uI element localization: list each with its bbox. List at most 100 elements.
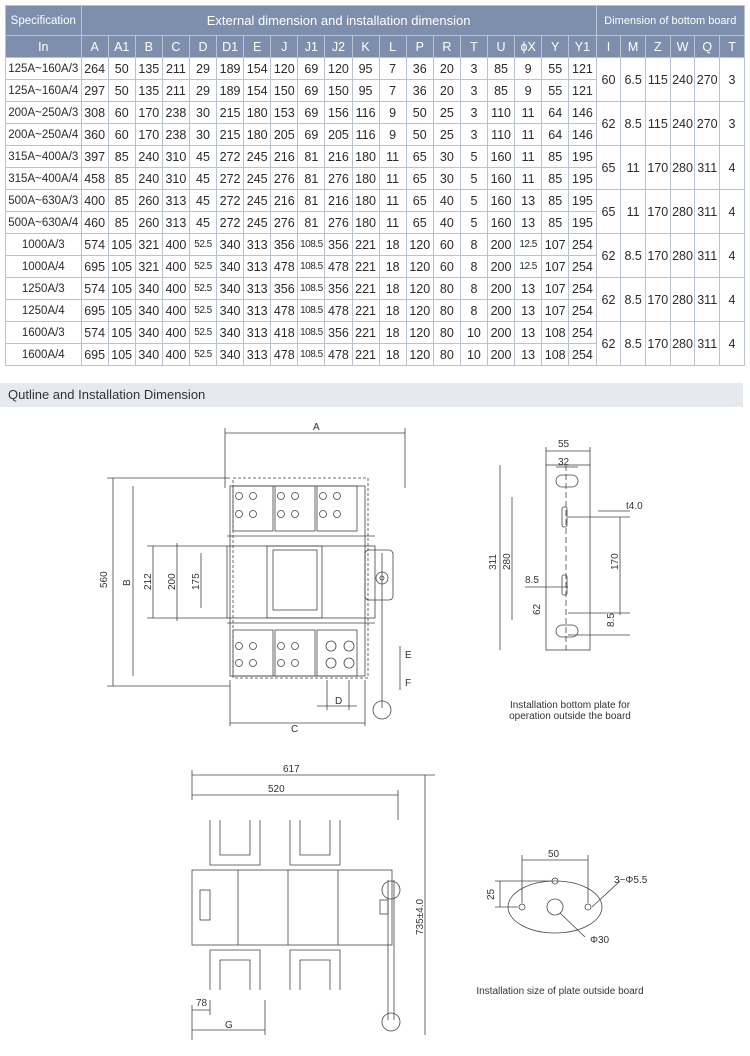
dim-55: 55 xyxy=(558,439,570,450)
table-cell: 160 xyxy=(486,167,516,190)
table-cell: 478 xyxy=(324,343,353,366)
table-cell: 69 xyxy=(297,57,326,80)
table-cell: 85 xyxy=(486,79,516,102)
table-cell: 8 xyxy=(459,233,488,256)
external-dimension-header: External dimension and installation dime… xyxy=(80,5,597,36)
table-cell: 195 xyxy=(568,211,597,234)
table-cell: 478 xyxy=(270,255,299,278)
table-cell: 69 xyxy=(297,79,326,102)
bottom-board-header: Dimension of bottom board xyxy=(595,5,746,36)
table-cell: 695 xyxy=(80,255,109,278)
table-cell: 65 xyxy=(405,189,434,212)
table-cell: 160 xyxy=(486,211,516,234)
bottom-plate-drawing: 55 32 t4.0 311 280 170 8.5 62 8.5 xyxy=(488,439,643,651)
table-cell: 9 xyxy=(378,101,407,124)
table-cell: 9 xyxy=(514,79,543,102)
table-cell: 60 xyxy=(107,101,136,124)
table-cell: 216 xyxy=(324,189,353,212)
table-cell: 30 xyxy=(188,123,218,146)
table-cell: 13 xyxy=(514,211,543,234)
table-cell: 69 xyxy=(297,123,326,146)
table-cell: 5 xyxy=(459,211,488,234)
table-cell: 81 xyxy=(297,211,326,234)
table-cell: 153 xyxy=(270,101,299,124)
table-cell: 11 xyxy=(378,145,407,168)
table-cell: 272 xyxy=(216,145,245,168)
bottom-board-cell: 115 xyxy=(644,101,671,146)
table-cell: 7 xyxy=(378,57,407,80)
table-cell: 245 xyxy=(243,167,272,190)
table-cell: 36 xyxy=(405,79,434,102)
dim-735: 735±4.0 xyxy=(415,898,426,935)
bottom-board-cell: 8.5 xyxy=(620,233,646,278)
table-cell: 240 xyxy=(134,145,163,168)
table-cell: 105 xyxy=(107,343,136,366)
table-cell: 216 xyxy=(324,145,353,168)
table-cell: 85 xyxy=(541,167,570,190)
spec-cell: 125A~160A/4 xyxy=(5,79,82,102)
table-cell: 13 xyxy=(514,277,543,300)
table-cell: 260 xyxy=(134,189,163,212)
table-cell: 574 xyxy=(80,277,109,300)
table-cell: 52.5 xyxy=(188,277,218,300)
table-cell: 340 xyxy=(216,277,245,300)
table-cell: 110 xyxy=(486,101,516,124)
table-cell: 200 xyxy=(486,233,516,256)
table-cell: 180 xyxy=(243,101,272,124)
table-cell: 205 xyxy=(270,123,299,146)
col-header: W xyxy=(669,35,696,58)
bottom-board-cell: 4 xyxy=(719,145,745,190)
table-cell: 11 xyxy=(378,189,407,212)
bottom-board-cell: 170 xyxy=(644,321,671,366)
table-cell: 340 xyxy=(216,299,245,322)
table-cell: 9 xyxy=(378,123,407,146)
table-cell: 121 xyxy=(568,57,597,80)
table-cell: 135 xyxy=(134,79,163,102)
table-cell: 80 xyxy=(432,277,461,300)
spec-cell: 1000A/3 xyxy=(5,233,82,256)
dim-B: B xyxy=(122,579,133,586)
table-cell: 108.5 xyxy=(297,299,326,322)
bottom-board-cell: 170 xyxy=(644,233,671,278)
table-cell: 95 xyxy=(351,57,380,80)
bottom-board-cell: 4 xyxy=(719,321,745,366)
bottom-board-cell: 280 xyxy=(669,189,696,234)
table-cell: 146 xyxy=(568,101,597,124)
table-cell: 321 xyxy=(134,233,163,256)
table-cell: 276 xyxy=(270,211,299,234)
table-cell: 340 xyxy=(134,343,163,366)
bottom-board-cell: 240 xyxy=(669,101,696,146)
table-cell: 108 xyxy=(541,321,570,344)
table-cell: 8 xyxy=(459,255,488,278)
table-cell: 10 xyxy=(459,343,488,366)
table-cell: 45 xyxy=(188,145,218,168)
table-cell: 146 xyxy=(568,123,597,146)
table-cell: 397 xyxy=(80,145,109,168)
bottom-board-cell: 8.5 xyxy=(620,277,646,322)
dim-holes: 3−Φ5.5 xyxy=(614,875,648,886)
table-cell: 264 xyxy=(80,57,109,80)
table-cell: 180 xyxy=(243,123,272,146)
table-cell: 180 xyxy=(351,211,380,234)
spec-cell: 1250A/4 xyxy=(5,299,82,322)
table-cell: 160 xyxy=(486,145,516,168)
table-cell: 313 xyxy=(161,211,190,234)
table-cell: 80 xyxy=(432,299,461,322)
table-cell: 120 xyxy=(324,57,353,80)
table-cell: 120 xyxy=(405,321,434,344)
bottom-board-cell: 280 xyxy=(669,277,696,322)
col-header: T xyxy=(719,35,745,58)
bottom-board-cell: 270 xyxy=(694,57,721,102)
table-cell: 121 xyxy=(568,79,597,102)
table-cell: 65 xyxy=(405,167,434,190)
table-cell: 254 xyxy=(568,277,597,300)
table-cell: 108.5 xyxy=(297,277,326,300)
table-cell: 254 xyxy=(568,233,597,256)
col-header: D1 xyxy=(216,35,245,58)
bottom-board-cell: 311 xyxy=(694,321,721,366)
table-cell: 200 xyxy=(486,299,516,322)
